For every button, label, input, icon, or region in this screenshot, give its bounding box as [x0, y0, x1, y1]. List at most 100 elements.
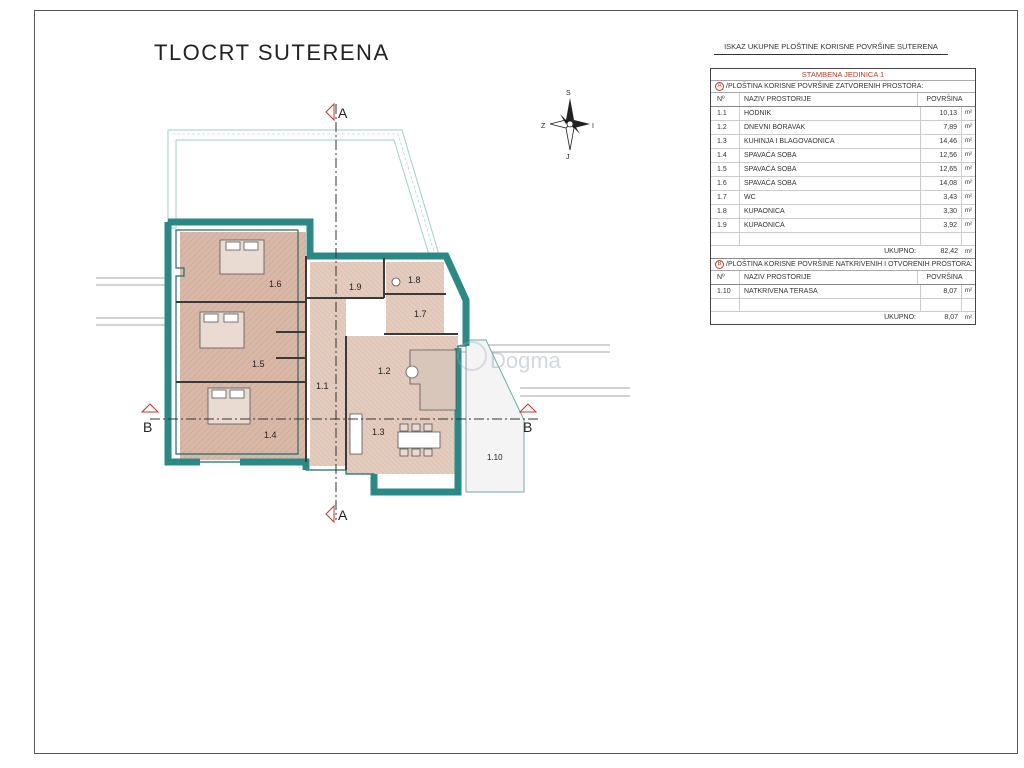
room-area-unit: m²	[965, 180, 972, 186]
room-area: 3,30	[921, 205, 962, 218]
section-a-top-label: A	[338, 105, 348, 121]
compass-north-label: S	[566, 90, 571, 97]
room-label-1-6: 1.6	[269, 279, 282, 289]
room-name: WC	[740, 191, 921, 204]
room-area-unit: m²	[965, 288, 972, 294]
room-name: SPAVAĆA SOBA	[740, 149, 921, 162]
unit-title: STAMBENA JEDINICA 1	[711, 69, 975, 81]
room-area: 12,65	[921, 163, 962, 176]
room-label-1-8: 1.8	[408, 275, 421, 285]
room-number: 1.2	[711, 121, 740, 134]
total-value-a: 82,42	[940, 248, 958, 255]
room-area: 3,43	[921, 191, 962, 204]
room-name: KUPAONICA	[740, 219, 921, 232]
room-area-unit: m²	[965, 208, 972, 214]
room-name: KUPAONICA	[740, 205, 921, 218]
col-no-header: Nº	[711, 93, 740, 106]
room-name: SPAVAĆA SOBA	[740, 163, 921, 176]
section-b-letter: B	[715, 259, 724, 269]
compass-south-label: J	[566, 154, 570, 161]
empty-row	[711, 299, 975, 312]
room-number: 1.6	[711, 177, 740, 190]
room-area-unit: m²	[965, 124, 972, 130]
wall-bottom-left	[240, 458, 310, 470]
col-no-header: Nº	[711, 271, 740, 284]
room-label-1-5: 1.5	[252, 359, 265, 369]
room-number: 1.5	[711, 163, 740, 176]
room-area: 14,46	[921, 135, 962, 148]
drawing-frame	[34, 10, 1018, 754]
table-caption: ISKAZ UKUPNE PLOŠTINE KORISNE POVRŠINE S…	[714, 42, 948, 55]
section-b-right-label: B	[523, 419, 532, 435]
room-area-unit: m²	[965, 166, 972, 172]
room-name: KUHINJA I BLAGOVAONICA	[740, 135, 921, 148]
room-area-unit: m²	[965, 110, 972, 116]
watermark	[457, 341, 487, 371]
room-label-1-10: 1.10	[487, 453, 503, 462]
col-name-header: NAZIV PROSTORIJE	[740, 271, 918, 284]
room-number: 1.9	[711, 219, 740, 232]
page-title: TLOCRT SUTERENA	[154, 40, 390, 65]
section-lines	[140, 102, 540, 524]
room-area: 3,92	[921, 219, 962, 232]
section-a-title: /PLOŠTINA KORISNE POVRŠINE ZATVORENIH PR…	[726, 83, 924, 90]
wall-bottom-right	[370, 348, 462, 496]
compass-west-label: Z	[541, 123, 546, 130]
room-label-1-7: 1.7	[414, 309, 427, 319]
watermark-text: Dogma	[490, 348, 562, 373]
total-value-b: 8,07	[944, 314, 958, 321]
col-area-header: POVRŠINA	[926, 274, 963, 281]
room-area: 14,08	[921, 177, 962, 190]
room-area: 12,56	[921, 149, 962, 162]
total-row-b: UKUPNO: 8,07 m²	[711, 312, 975, 324]
total-label: UKUPNO:	[884, 314, 916, 321]
room-label-1-4: 1.4	[264, 430, 277, 440]
col-name-header: NAZIV PROSTORIJE	[740, 93, 918, 106]
room-area: 10,13	[921, 107, 962, 120]
area-table: STAMBENA JEDINICA 1 A/PLOŠTINA KORISNE P…	[710, 68, 976, 325]
room-label-1-3: 1.3	[372, 427, 385, 437]
total-label: UKUPNO:	[884, 248, 916, 255]
room-area: 7,89	[921, 121, 962, 134]
room-name: DNEVNI BORAVAK	[740, 121, 921, 134]
room-label-1-1: 1.1	[316, 381, 329, 391]
room-area-unit: m²	[965, 194, 972, 200]
room-name: HODNIK	[740, 107, 921, 120]
wall-left	[164, 222, 200, 466]
room-label-1-9: 1.9	[349, 282, 362, 292]
total-row-a: UKUPNO: 82,42 m²	[711, 246, 975, 259]
room-number: 1.8	[711, 205, 740, 218]
room-name: SPAVAĆA SOBA	[740, 177, 921, 190]
interior-walls	[176, 256, 458, 470]
compass-rose	[549, 98, 590, 151]
room-number: 1.4	[711, 149, 740, 162]
furniture	[199, 239, 457, 457]
section-a-letter: A	[715, 81, 724, 91]
col-area-header: POVRŠINA	[926, 96, 963, 103]
total-unit: m²	[965, 315, 972, 321]
section-b-title: /PLOŠTINA KORISNE POVRŠINE NATKRIVENIH I…	[726, 261, 973, 268]
section-b-left-label: B	[143, 419, 152, 435]
table-header-row-b: Nº NAZIV PROSTORIJE POVRŠINA	[711, 271, 975, 285]
wall-top	[168, 218, 470, 346]
room-area-unit: m²	[965, 138, 972, 144]
room-area-unit: m²	[965, 152, 972, 158]
room-area-unit: m²	[965, 222, 972, 228]
section-b-header: B/PLOŠTINA KORISNE POVRŠINE NATKRIVENIH …	[711, 259, 975, 271]
room-number: 1.7	[711, 191, 740, 204]
section-a-header: A/PLOŠTINA KORISNE POVRŠINE ZATVORENIH P…	[711, 81, 975, 93]
room-number: 1.10	[711, 285, 740, 298]
room-number: 1.1	[711, 107, 740, 120]
room-terrace	[465, 339, 525, 493]
